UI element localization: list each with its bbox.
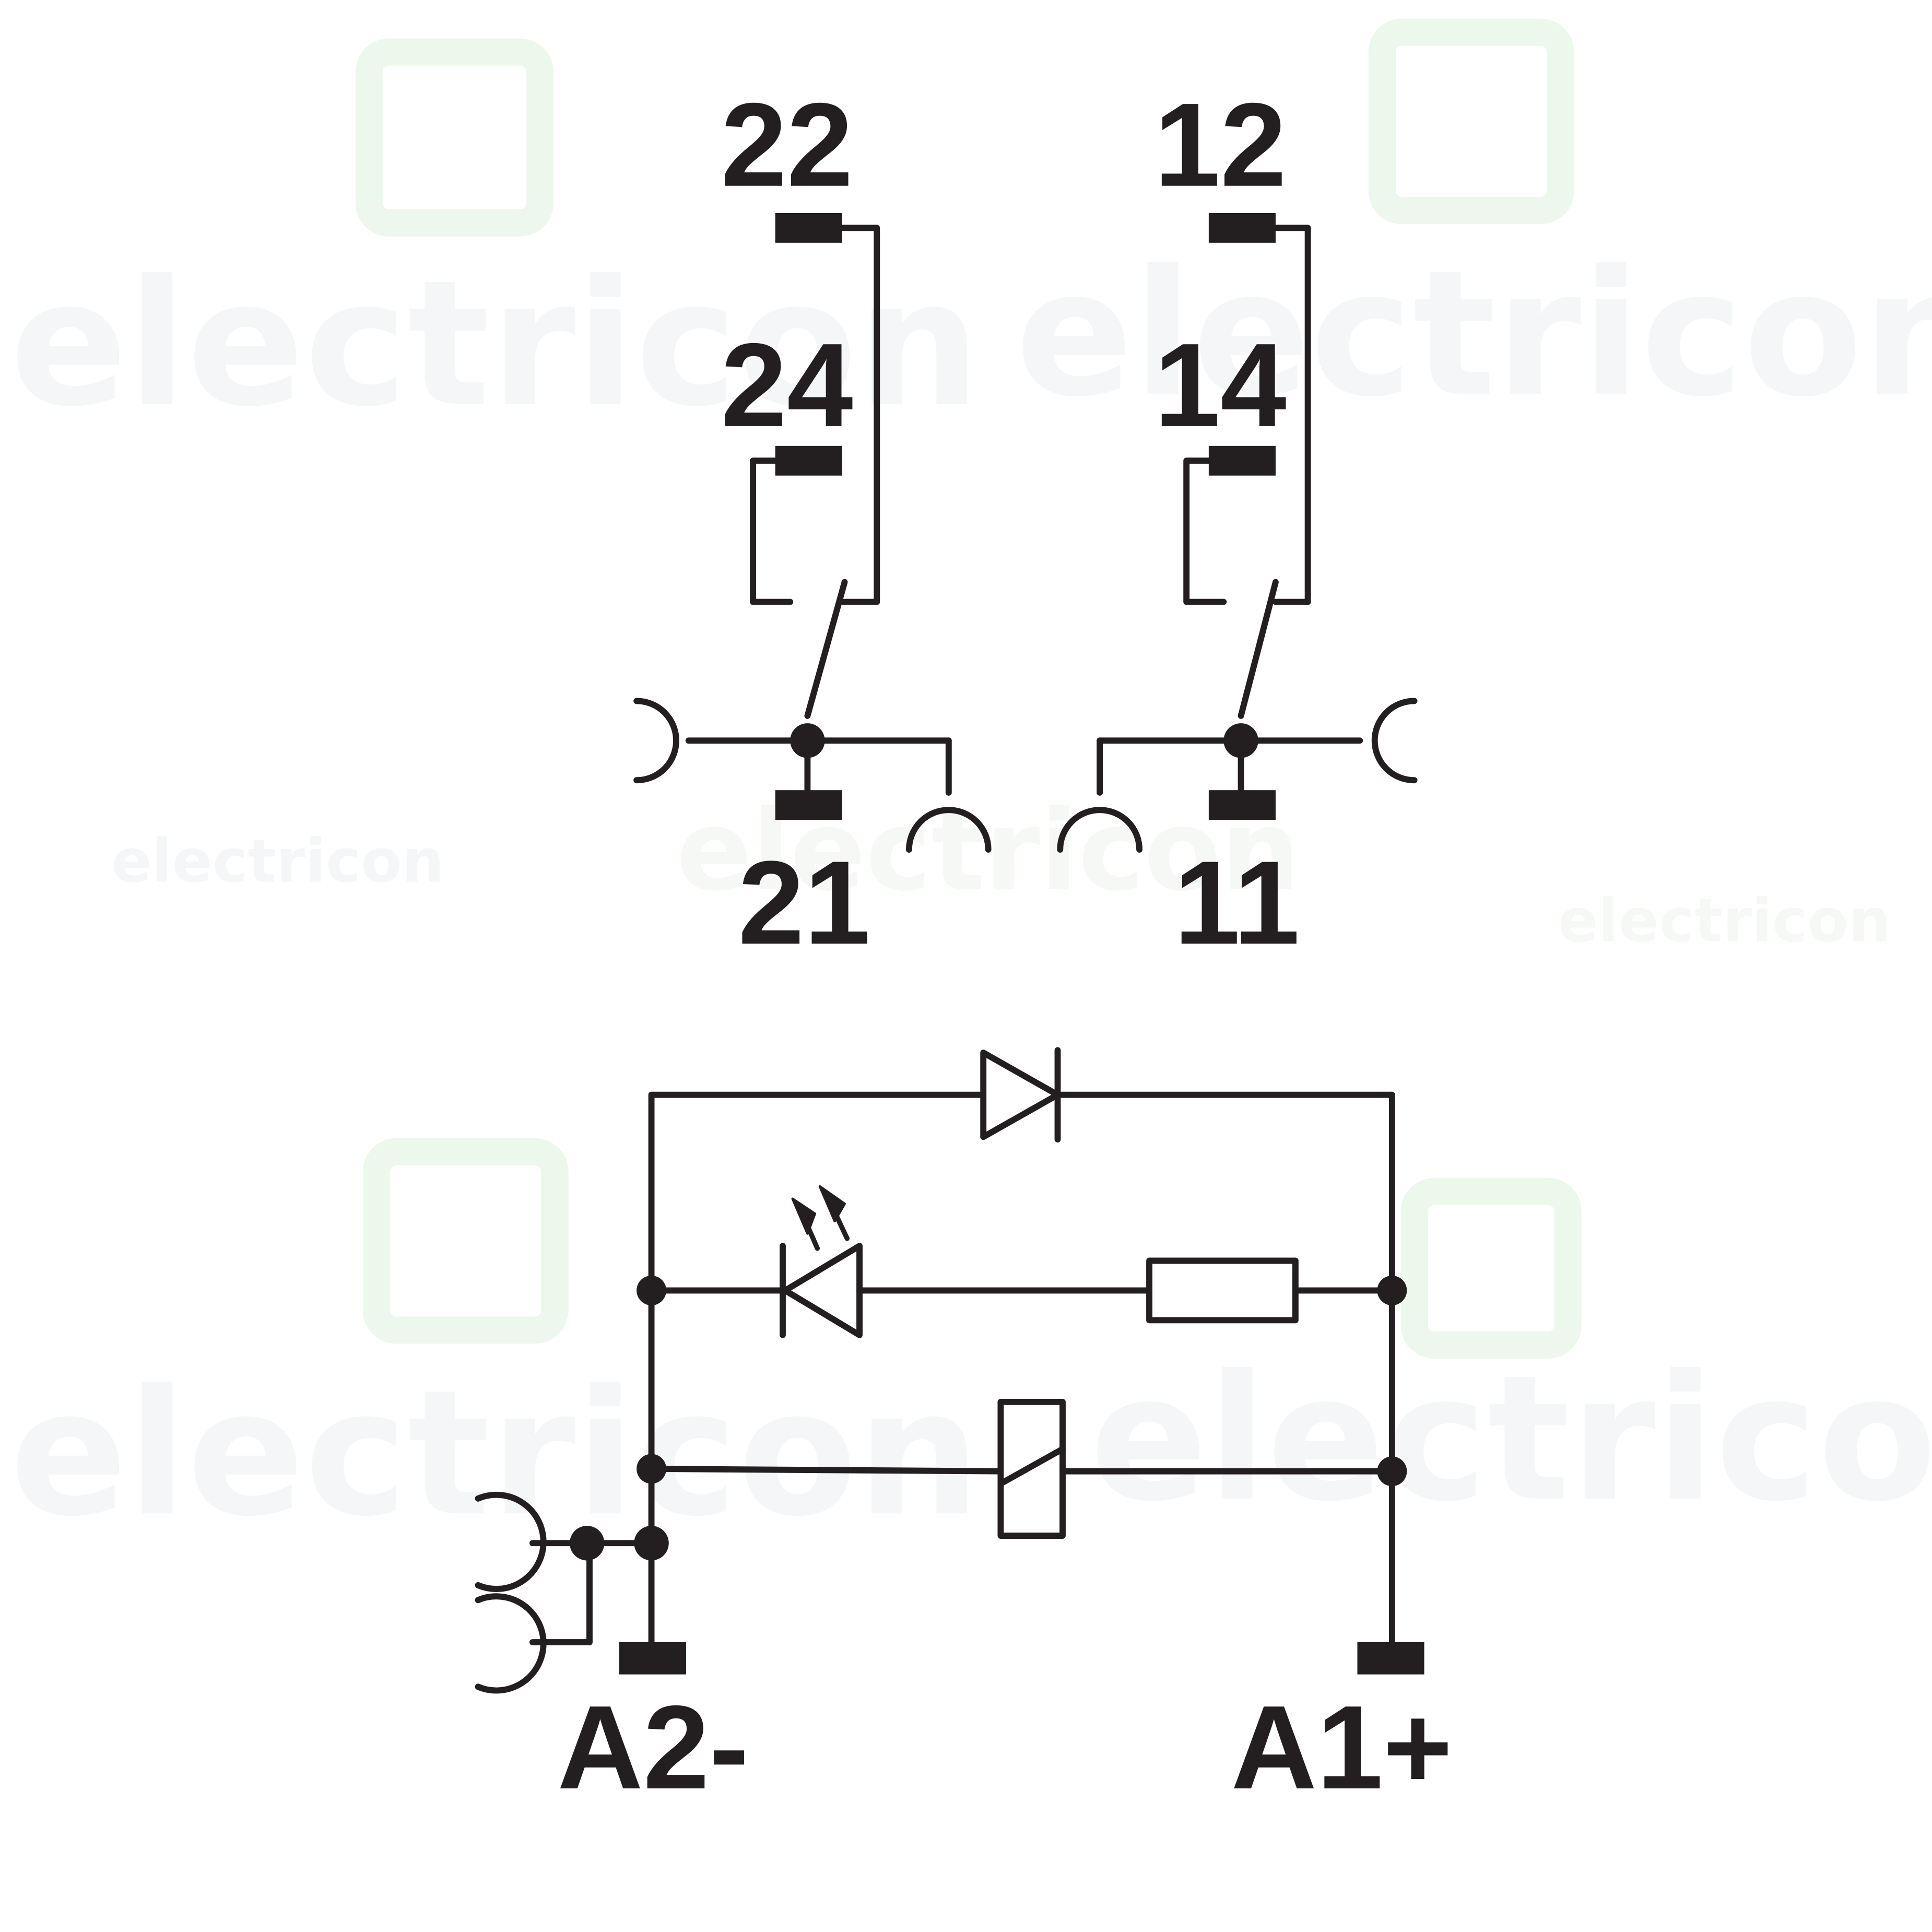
wire-coil-left xyxy=(648,1466,1004,1475)
bridge-jaw-a2-lower xyxy=(475,1593,547,1694)
watermark-brand-2: electricon xyxy=(1016,233,1932,435)
watermark-brand-3: electricon xyxy=(111,827,444,896)
diagram xyxy=(475,213,1424,1694)
bridge-jaw-right-inner xyxy=(1057,807,1142,853)
terminal-labels: 22 24 21 12 14 11 A2- A1+ xyxy=(557,79,1452,1814)
junction-dot-21 xyxy=(790,723,825,758)
watermark-brand-5: electricon xyxy=(1558,886,1891,956)
wire-14 xyxy=(1183,457,1227,605)
label-a2: A2- xyxy=(557,1681,749,1814)
bridge-jaw-left-inner xyxy=(905,807,992,853)
junction-dot-a2-rail xyxy=(634,1526,669,1561)
junction-dot-11 xyxy=(1223,723,1258,758)
terminal-pad-11 xyxy=(1208,790,1276,820)
terminal-pad-a2 xyxy=(619,1642,686,1675)
label-24: 24 xyxy=(721,319,853,452)
terminal-pad-14 xyxy=(1208,445,1276,476)
label-a1: A1+ xyxy=(1231,1681,1453,1814)
junction-dot-led-right xyxy=(1377,1275,1407,1305)
terminal-pad-12 xyxy=(1208,213,1276,243)
bridge-wire-a2-lower xyxy=(529,1540,593,1645)
contact-set-right xyxy=(1057,213,1418,853)
led-icon xyxy=(780,1185,863,1338)
switch-blade-left xyxy=(804,579,848,719)
junction-dot-coil-left xyxy=(637,1454,667,1484)
wire-24 xyxy=(750,457,794,605)
terminal-pad-22 xyxy=(775,213,842,243)
watermark-brand-7: electricon xyxy=(1090,1338,1932,1540)
wire-22 xyxy=(839,225,880,605)
contact-set-left xyxy=(633,213,992,853)
coil-circuit xyxy=(475,1047,1424,1694)
bridge-jaw-right-outer xyxy=(1371,698,1418,784)
label-22: 22 xyxy=(721,79,853,211)
watermark-brand-1: electricon xyxy=(10,243,981,445)
bridge-jaw-a2-upper xyxy=(475,1491,547,1592)
watermark-logo-icon xyxy=(355,18,1582,1359)
junction-dot-led-left xyxy=(637,1275,667,1305)
diode-icon xyxy=(980,1047,1061,1142)
watermark-layer: electricon electricon electricon electri… xyxy=(10,18,1932,1554)
terminal-pad-21 xyxy=(775,790,842,820)
bridge-jaw-left-outer xyxy=(633,698,679,784)
terminal-pad-24 xyxy=(775,445,842,476)
label-21: 21 xyxy=(738,837,870,969)
terminal-pad-a1 xyxy=(1357,1642,1424,1675)
label-11: 11 xyxy=(1174,837,1300,969)
resistor-icon xyxy=(1146,1257,1299,1324)
wire-12 xyxy=(1273,225,1311,605)
watermark-brand-6: electricon xyxy=(10,1353,981,1554)
label-12: 12 xyxy=(1155,79,1287,211)
junction-dot-a2-bridge xyxy=(570,1526,605,1561)
switch-blade-right xyxy=(1238,579,1279,719)
label-14: 14 xyxy=(1155,319,1287,452)
relay-coil-icon xyxy=(997,1398,1066,1539)
junction-dot-coil-right xyxy=(1377,1456,1407,1487)
